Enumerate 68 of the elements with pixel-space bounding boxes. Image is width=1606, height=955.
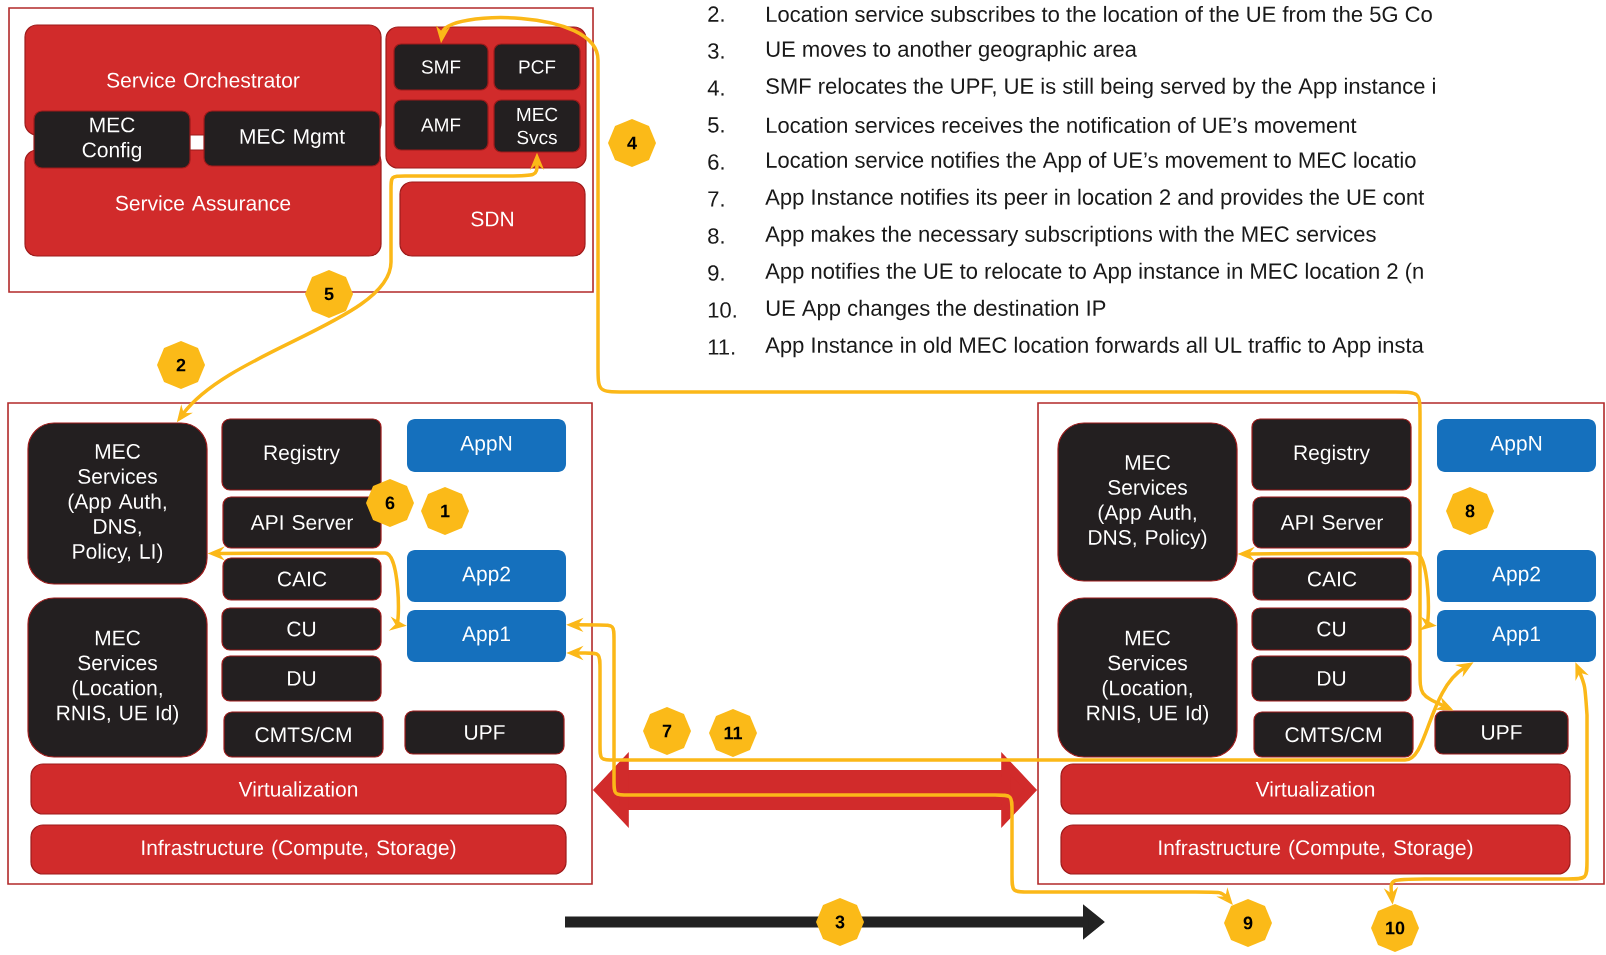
list-number: 9.: [708, 265, 724, 281]
step-badge: 5: [305, 270, 353, 318]
layer-band: Virtualization: [1060, 763, 1571, 815]
service-box: MEC Services (Location, RNIS, UE Id): [1057, 597, 1238, 758]
function-box: API Server: [222, 496, 382, 549]
list-number: 4.: [707, 80, 724, 96]
app-box: App2: [1437, 550, 1596, 602]
list-item-text: Location services receives the notification of UE’s movement: [767, 116, 1357, 134]
site-frame: [7, 402, 593, 885]
step-badge: 3: [816, 898, 864, 946]
function-box: UPF: [404, 710, 565, 755]
list-item-text: App Instance notifies its peer in location 2 and provides the UE cont: [765, 188, 1425, 210]
function-box: CMTS/CM: [223, 711, 384, 758]
layer-band: SDN: [399, 181, 586, 257]
function-box: Registry: [1251, 418, 1412, 491]
function-box: CU: [221, 607, 382, 651]
list-number: 8.: [708, 228, 724, 244]
list-number: 3.: [708, 43, 724, 59]
service-box: MEC Services (App Auth, DNS, Policy): [1057, 422, 1238, 582]
app-box: AppN: [1437, 419, 1596, 472]
list-item-text: UE moves to another geographic area: [766, 40, 1137, 62]
function-box: CAIC: [222, 557, 382, 601]
function-box: CMTS/CM: [1253, 711, 1414, 758]
function-box: CU: [1251, 607, 1412, 651]
function-box: API Server: [1252, 496, 1412, 549]
list-item-text: UE App changes the destination IP: [766, 299, 1106, 321]
function-box: DU: [1251, 655, 1412, 702]
step-badge: 1: [421, 487, 469, 535]
layer-band: Infrastructure (Compute, Storage): [1060, 824, 1571, 875]
function-box: MEC Svcs: [493, 99, 581, 153]
step-badge: 9: [1224, 899, 1272, 947]
service-box: MEC Services (Location, RNIS, UE Id): [27, 597, 208, 758]
list-item-text: Location service subscribes to the location of the UE from the 5G Co: [767, 5, 1432, 23]
list-item-text: Location service notifies the App of UE’s movement to MEC locatio: [767, 151, 1416, 173]
function-box: UPF: [1434, 710, 1569, 755]
list-item-text: App makes the necessary subscriptions with the MEC services: [765, 225, 1376, 247]
app-box: App1: [407, 610, 566, 662]
list-item-text: App Instance in old MEC location forwards all UL traffic to App insta: [765, 336, 1424, 358]
step-badge: 11: [709, 709, 757, 757]
step-badge: 2: [157, 341, 205, 389]
function-box: MEC Config: [33, 110, 191, 169]
step-badge: 4: [608, 119, 656, 167]
list-number: 5.: [708, 117, 724, 133]
function-box: DU: [221, 655, 382, 702]
list-number: 7.: [708, 191, 724, 207]
function-box: SMF: [393, 43, 489, 91]
app-box: App2: [407, 550, 566, 602]
function-box: CAIC: [1252, 557, 1412, 601]
function-box: PCF: [493, 43, 581, 91]
list-number: 2.: [708, 6, 724, 22]
step-badge: 10: [1371, 904, 1419, 952]
list-number: 6.: [708, 154, 724, 170]
list-number: 11.: [708, 339, 735, 355]
step-badge: 7: [643, 707, 691, 755]
function-box: AMF: [393, 99, 489, 151]
layer-band: Infrastructure (Compute, Storage): [30, 824, 567, 875]
function-box: MEC Mgmt: [203, 110, 381, 167]
list-number: 10.: [708, 302, 736, 318]
app-box: App1: [1437, 610, 1596, 662]
layer-band: Virtualization: [30, 763, 567, 815]
service-box: MEC Services (App Auth, DNS, Policy, LI): [27, 422, 208, 585]
step-badge: 6: [366, 479, 414, 527]
list-item-text: App notifies the UE to relocate to App instance in MEC location 2 (n: [765, 262, 1423, 284]
site-frame: [1037, 402, 1605, 885]
function-box: Registry: [221, 418, 382, 491]
list-item-text: SMF relocates the UPF, UE is still being served by the App instance i: [766, 77, 1435, 99]
step-badge: 8: [1446, 487, 1494, 535]
app-box: AppN: [407, 419, 566, 472]
